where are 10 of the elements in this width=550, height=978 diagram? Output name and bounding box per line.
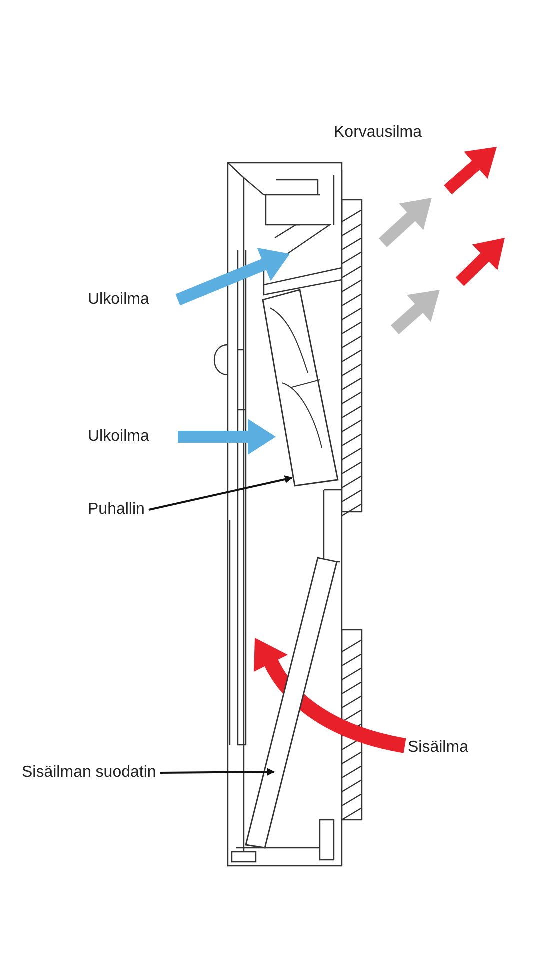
fan-drawing: [260, 288, 342, 488]
part-label: Puhallin: [88, 500, 145, 520]
leader-line: [160, 768, 275, 776]
filter-drawing: [244, 555, 340, 851]
airflow-label: Korvausilma: [334, 123, 422, 143]
leader-line: [148, 476, 293, 511]
part-label: Sisäilman suodatin: [22, 763, 156, 783]
airflow-label: Sisäilma: [408, 738, 468, 758]
airflow-label: Ulkoilma: [88, 427, 150, 447]
airflow-label: Ulkoilma: [88, 290, 150, 310]
